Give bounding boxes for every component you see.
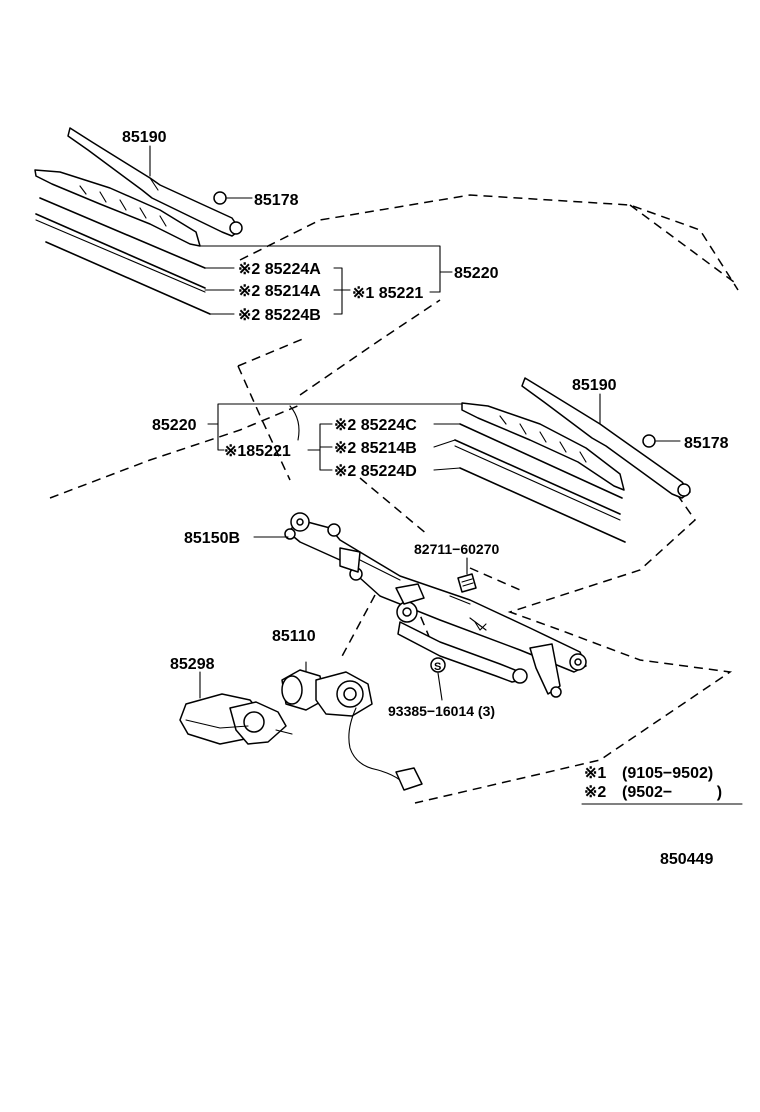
bolt-leader <box>437 672 443 701</box>
legend-note2-mark: ※2 <box>584 784 606 801</box>
top-leaders <box>149 145 453 315</box>
label-assy-mid-left: 85220 <box>152 417 197 434</box>
label-mid-blade: ※185221 <box>224 443 291 460</box>
wiper-motor-assembly <box>179 671 293 745</box>
legend-note1-range: (9105−9502) <box>622 765 713 782</box>
label-top-insert-b: ※2 85224B <box>238 307 321 324</box>
label-mid-insert-c: ※2 85224C <box>334 417 417 434</box>
wiper-motor <box>281 661 423 791</box>
wiper-linkage <box>284 512 587 698</box>
label-link-bracket: 85150B <box>184 530 240 547</box>
top-wiper-arm <box>67 127 243 237</box>
top-wiper-blade <box>34 169 201 247</box>
label-arm-mid: 85190 <box>572 377 617 394</box>
top-nut <box>213 191 253 205</box>
middle-nut <box>642 434 681 448</box>
label-clip: 82711−60270 <box>414 541 499 557</box>
label-mid-insert-d: ※2 85224D <box>334 463 417 480</box>
middle-wiper-blade <box>461 402 625 491</box>
label-nut-mid: 85178 <box>684 435 729 452</box>
label-motor: 85110 <box>272 628 316 645</box>
bolt: S <box>430 657 446 673</box>
label-top-rubber-a: ※2 85214A <box>238 283 321 300</box>
windshield-outline <box>49 194 739 804</box>
label-motor-assy: 85298 <box>170 656 215 673</box>
legend-note1-mark: ※1 <box>584 765 606 782</box>
legend: ※1 (9105−9502) ※2 (9502− ) <box>581 765 743 805</box>
label-arm-top: 85190 <box>122 129 167 146</box>
label-nut-top: 85178 <box>254 192 299 209</box>
label-top-blade: ※1 85221 <box>352 285 423 302</box>
svg-text:S: S <box>434 661 441 673</box>
label-top-insert-a: ※2 85224A <box>238 261 321 278</box>
label-assy-top-right: 85220 <box>454 265 499 282</box>
label-mid-rubber-b: ※2 85214B <box>334 440 417 457</box>
diagram-number: 850449 <box>660 851 713 868</box>
label-bolt: 93385−16014 (3) <box>388 703 495 719</box>
legend-note2-range: (9502− ) <box>622 784 722 801</box>
middle-leaders <box>207 393 601 471</box>
middle-blade-rubber-lines <box>454 423 626 543</box>
top-blade-rubber-lines <box>35 197 211 315</box>
